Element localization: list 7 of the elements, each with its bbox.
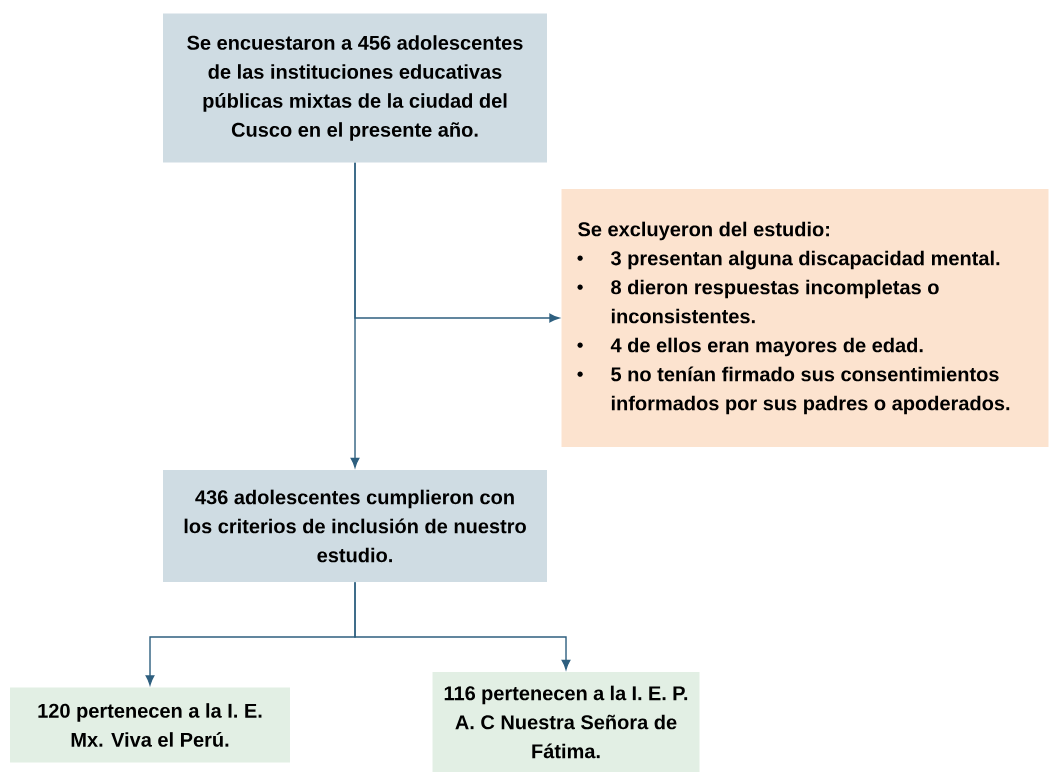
exclusion-box: Se excluyeron del estudio: 3 presentan alguna discapacidad mental. 8 dieron respuestas incompletas o inconsistentes. 4 de ellos eran mayores de edad. 5 no tenían firmado sus consentimientos informados por sus padres o apoderados. [561, 189, 1049, 447]
group-box: 116 pertenecen a la I. E. P. A. C Nuestra Señora de Fátima. [432, 672, 700, 772]
arrow [354, 581, 571, 670]
group-box: 120 pertenecen a la I. E. Mx. Viva el Perú. [10, 687, 290, 763]
process-box: 436 adolescentes cumplieron con los criterios de inclusión de nuestro estudio. [163, 470, 547, 582]
arrow [354, 162, 560, 323]
process-box: Se encuestaron a 456 adolescentes de las instituciones educativas públicas mixtas de la ciudad del Cusco en el presente año. [163, 13, 547, 163]
